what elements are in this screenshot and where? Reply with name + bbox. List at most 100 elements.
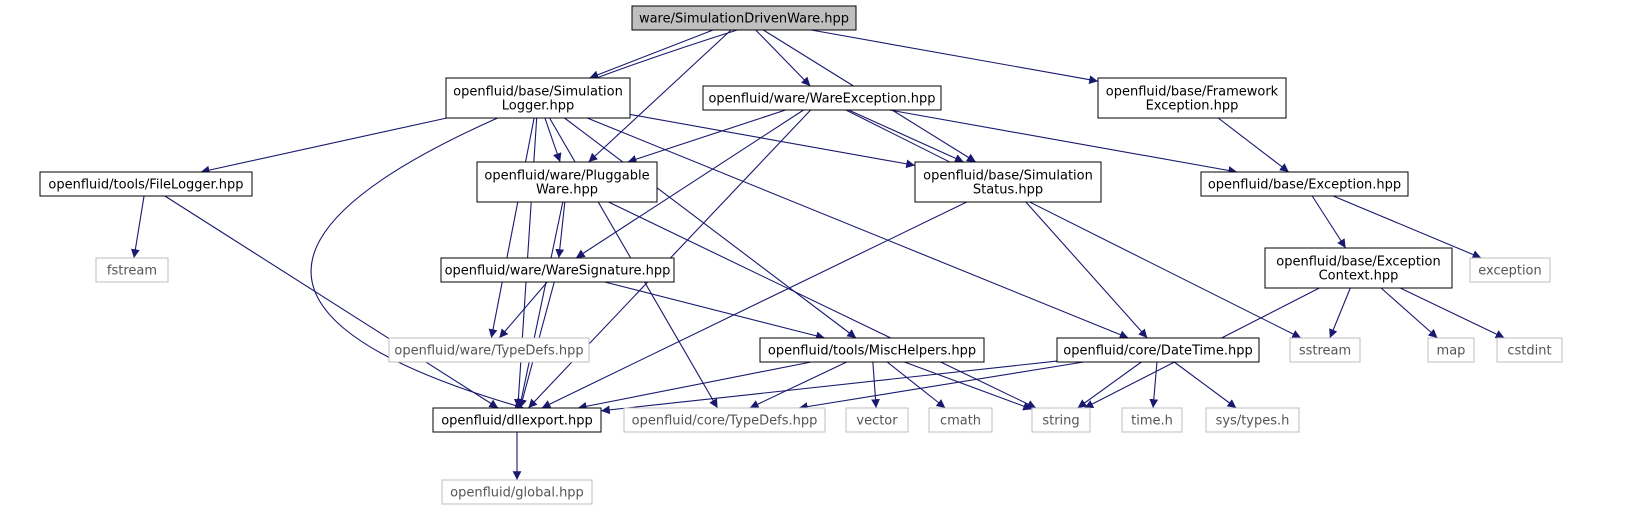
edge-filelogger-to-fstream [131, 195, 145, 259]
node-root[interactable]: ware/SimulationDrivenWare.hpp [631, 5, 857, 31]
node-box [1205, 407, 1300, 433]
node-box [759, 337, 985, 363]
edge-wareexc-to-sstream [845, 109, 1302, 339]
node-label: exception [1478, 264, 1542, 279]
edge-fwexc-to-exception [1217, 117, 1290, 173]
node-box [1427, 337, 1475, 363]
edge-root-to-wareexc [755, 29, 811, 87]
edge-simlogger-to-pluggable [544, 117, 562, 163]
edge-mischelpers-to-vector [871, 361, 880, 409]
node-box [95, 257, 169, 283]
node-box [1289, 337, 1361, 363]
edge-wareexc-to-simstatus [848, 109, 964, 163]
node-wareexc[interactable]: openfluid/ware/WareException.hpp [702, 85, 942, 111]
node-box [1056, 337, 1260, 363]
node-label: time.h [1131, 414, 1173, 429]
edge-mischelpers-to-coretypedefs [749, 361, 847, 409]
node-box [440, 257, 675, 283]
edge-exception-to-exceptionstd [1332, 195, 1482, 259]
node-label: cmath [940, 414, 981, 429]
node-box [1097, 77, 1287, 119]
node-box [928, 407, 993, 433]
node-filelogger[interactable]: openfluid/tools/FileLogger.hpp [39, 171, 253, 197]
node-box [1200, 171, 1409, 197]
node-label: vector [856, 414, 898, 429]
edge-pluggable-to-waresig [555, 201, 566, 259]
node-label: string [1042, 414, 1079, 429]
node-box [845, 407, 909, 433]
node-label: ware/SimulationDrivenWare.hpp [639, 12, 849, 27]
edge-datetime-to-string [1077, 361, 1142, 409]
node-label: openfluid/base/Framework [1106, 85, 1279, 100]
edge-simlogger-to-mischelpers [564, 117, 857, 339]
node-dllexport[interactable]: openfluid/dllexport.hpp [432, 407, 602, 433]
node-waretypedefs: openfluid/ware/TypeDefs.hpp [388, 337, 590, 363]
node-label: openfluid/tools/MiscHelpers.hpp [768, 344, 976, 359]
node-label: fstream [107, 264, 157, 279]
node-string: string [1031, 407, 1091, 433]
node-label: openfluid/ware/TypeDefs.hpp [394, 344, 583, 359]
edge-simstatus-to-datetime [1025, 201, 1148, 339]
node-box [388, 337, 590, 363]
edge-root-to-pluggable [588, 29, 732, 163]
node-box [702, 85, 942, 111]
node-label: openfluid/dllexport.hpp [441, 414, 593, 429]
edge-simlogger-to-datetime [586, 117, 1129, 339]
node-label: openfluid/base/Simulation [453, 85, 623, 100]
node-box [476, 161, 658, 203]
edge-exccontext-to-sstream [1329, 287, 1351, 339]
edge-datetime-to-systypes [1173, 361, 1237, 409]
node-fstream: fstream [95, 257, 169, 283]
node-label: Context.hpp [1319, 269, 1399, 284]
edge-pluggable-to-dllexport [517, 201, 564, 409]
node-label: openfluid/tools/FileLogger.hpp [48, 178, 243, 193]
node-label: openfluid/ware/Pluggable [484, 169, 649, 184]
node-box [441, 479, 593, 505]
node-mischelpers[interactable]: openfluid/tools/MiscHelpers.hpp [759, 337, 985, 363]
node-box [432, 407, 602, 433]
node-datetime[interactable]: openfluid/core/DateTime.hpp [1056, 337, 1260, 363]
edge-wareexc-to-waresig [575, 109, 804, 259]
node-label: openfluid/global.hpp [450, 486, 584, 501]
nodes-layer: ware/SimulationDrivenWare.hpp openfluid/b… [39, 5, 1563, 505]
node-exception[interactable]: openfluid/base/Exception.hpp [1200, 171, 1409, 197]
node-box [1264, 247, 1453, 289]
node-coretypedefs: openfluid/core/TypeDefs.hpp [623, 407, 826, 433]
node-global: openfluid/global.hpp [441, 479, 593, 505]
edge-datetime-to-dllexport [600, 360, 1058, 415]
node-label: openfluid/base/Exception.hpp [1208, 178, 1401, 193]
node-label: openfluid/core/DateTime.hpp [1063, 344, 1252, 359]
node-box [39, 171, 253, 197]
node-label: sstream [1299, 344, 1351, 359]
edge-waresig-to-mischelpers [604, 281, 825, 341]
node-label: openfluid/base/Exception [1276, 255, 1440, 270]
edge-wareexc-to-pluggable [627, 109, 786, 164]
node-cmath: cmath [928, 407, 993, 433]
edge-waresig-to-waretypedefs [498, 281, 548, 339]
node-label: sys/types.h [1216, 414, 1290, 429]
node-box [1469, 257, 1551, 283]
node-exceptionstd: exception [1469, 257, 1551, 283]
edge-root-to-fwexc [811, 29, 1099, 84]
node-label: Ware.hpp [536, 183, 598, 198]
node-sstream: sstream [1289, 337, 1361, 363]
node-box [631, 5, 857, 31]
edge-exception-to-exccontext [1311, 195, 1347, 249]
node-vector: vector [845, 407, 909, 433]
edge-simlogger-to-waretypedefs [488, 117, 535, 339]
edge-pluggable-to-string [608, 201, 1037, 409]
node-systypes: sys/types.h [1205, 407, 1300, 433]
edge-exccontext-to-map [1380, 287, 1438, 339]
node-waresig[interactable]: openfluid/ware/WareSignature.hpp [440, 257, 675, 283]
edge-mischelpers-to-cmath [886, 361, 946, 409]
node-label: Exception.hpp [1146, 99, 1239, 114]
edge-exccontext-to-cstdint [1399, 287, 1505, 339]
node-box [914, 161, 1102, 203]
edge-datetime-to-coretypedefs [798, 361, 1084, 411]
